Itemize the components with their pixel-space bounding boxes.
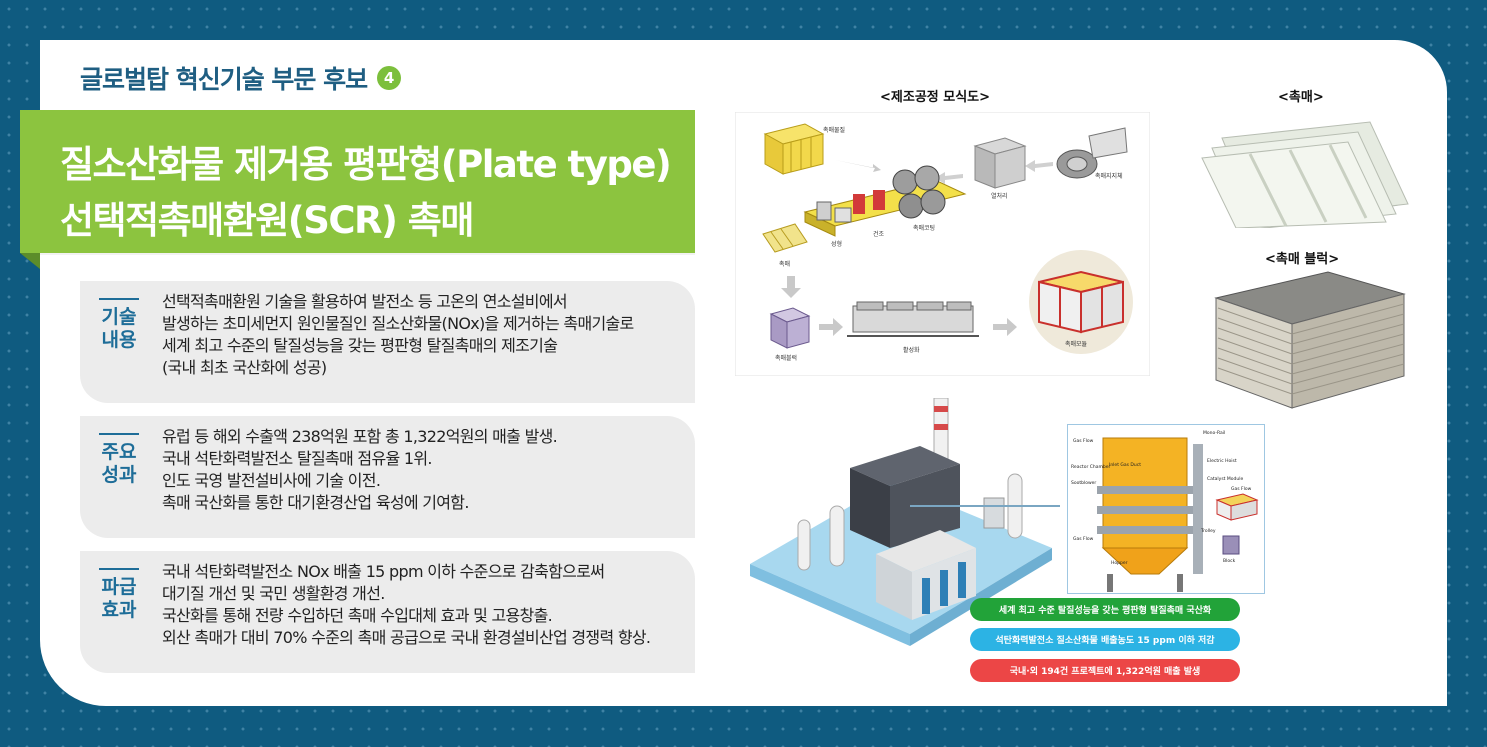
- section-label: 파급 효과: [94, 568, 144, 622]
- block-illustration: [769, 307, 811, 349]
- label-support: 촉매지지체: [1095, 172, 1123, 180]
- header-label: 글로벌탑 혁신기술 부문 후보 4: [80, 60, 402, 96]
- coating-line-illustration: [803, 165, 967, 237]
- label-inlet-gas-duct: Inlet Gas Duct: [1109, 462, 1141, 468]
- candidate-number-badge: 4: [377, 66, 402, 90]
- label-block-small: Block: [1223, 558, 1236, 564]
- label-material: 촉매물질: [823, 126, 845, 134]
- highlight-pill-emission: 석탄화력발전소 질소산화물 배출농도 15 ppm 이하 저감: [970, 628, 1240, 651]
- catalyst-plates-image: [1201, 121, 1409, 228]
- section-text: 유럽 등 해외 수출액 238억원 포함 총 1,322억원의 매출 발생. 국…: [162, 427, 558, 512]
- section-impact: 파급 효과 국내 석탄화력발전소 NOx 배출 15 ppm 이하 수준으로 감…: [80, 551, 695, 673]
- label-coating: 촉매코팅: [913, 224, 935, 232]
- module-illustration: [1029, 250, 1133, 354]
- label-heat: 열처리: [991, 192, 1008, 200]
- section-achievements: 주요 성과 유럽 등 해외 수출액 238억원 포함 총 1,322억원의 매출…: [80, 416, 695, 538]
- label-electric-hoist: Electric Hoist: [1207, 458, 1237, 464]
- label-activation: 활성화: [903, 346, 920, 354]
- activation-line-illustration: [847, 301, 979, 337]
- catalyst-block-image: [1214, 271, 1406, 409]
- title-banner-fold: [20, 253, 40, 269]
- label-catalyst-module: Catalyst Module: [1207, 476, 1243, 482]
- label-mono-rail: Mono-Rail: [1203, 430, 1225, 436]
- catalyst-block-caption: <촉매 블럭>: [1265, 252, 1340, 267]
- power-plant-illustration: [750, 398, 1060, 646]
- section-text: 국내 석탄화력발전소 NOx 배출 15 ppm 이하 수준으로 감축함으로써 …: [162, 562, 651, 647]
- section-label: 기술 내용: [94, 298, 144, 352]
- highlight-pill-localization: 세계 최고 수준 탈질성능을 갖는 평판형 탈질촉매 국산화: [970, 598, 1240, 621]
- label-gas-flow-out: Gas Flow: [1073, 536, 1094, 542]
- label-block: 촉매블럭: [775, 354, 797, 362]
- label-drying: 건조: [873, 230, 885, 238]
- section-label: 주요 성과: [94, 433, 144, 487]
- label-gas-flow-right: Gas Flow: [1231, 486, 1252, 492]
- section-technology: 기술 내용 선택적촉매환원 기술을 활용하여 발전소 등 고온의 연소설비에서 …: [80, 281, 695, 403]
- title-banner: 질소산화물 제거용 평판형(Plate type) 선택적촉매환원(SCR) 촉…: [20, 110, 695, 253]
- header-text: 글로벌탑 혁신기술 부문 후보: [80, 65, 368, 94]
- support-roll-illustration: [1056, 127, 1128, 179]
- heat-treatment-illustration: [973, 137, 1027, 189]
- process-diagram: 촉매물질 열처리 촉매지지체 촉매코팅 건조 성형 촉매: [735, 112, 1150, 376]
- scr-reactor-diagram: Gas Flow Reactor Chamber Sootblower Inle…: [1067, 424, 1265, 594]
- catalyst-caption: <촉매>: [1278, 90, 1324, 105]
- label-module: 촉매모듈: [1065, 340, 1088, 348]
- label-gas-flow-in: Gas Flow: [1073, 438, 1094, 444]
- label-catalyst: 촉매: [779, 260, 790, 268]
- catalyst-material-illustration: [763, 123, 825, 175]
- label-hopper: Hopper: [1111, 560, 1128, 566]
- title-line-1: 질소산화물 제거용 평판형(Plate type): [60, 143, 672, 186]
- process-diagram-caption: <제조공정 모식도>: [880, 90, 991, 105]
- label-soot-blower: Sootblower: [1071, 480, 1096, 486]
- label-reactor-chamber: Reactor Chamber: [1071, 464, 1110, 470]
- title-line-2: 선택적촉매환원(SCR) 촉매: [60, 199, 474, 242]
- catalyst-sheet-illustration: [762, 223, 808, 253]
- section-text: 선택적촉매환원 기술을 활용하여 발전소 등 고온의 연소설비에서 발생하는 초…: [162, 292, 634, 377]
- label-trolley: Trolley: [1200, 528, 1216, 534]
- label-forming: 성형: [831, 240, 842, 248]
- highlight-pill-sales: 국내·외 194건 프로젝트에 1,322억원 매출 발생: [970, 659, 1240, 682]
